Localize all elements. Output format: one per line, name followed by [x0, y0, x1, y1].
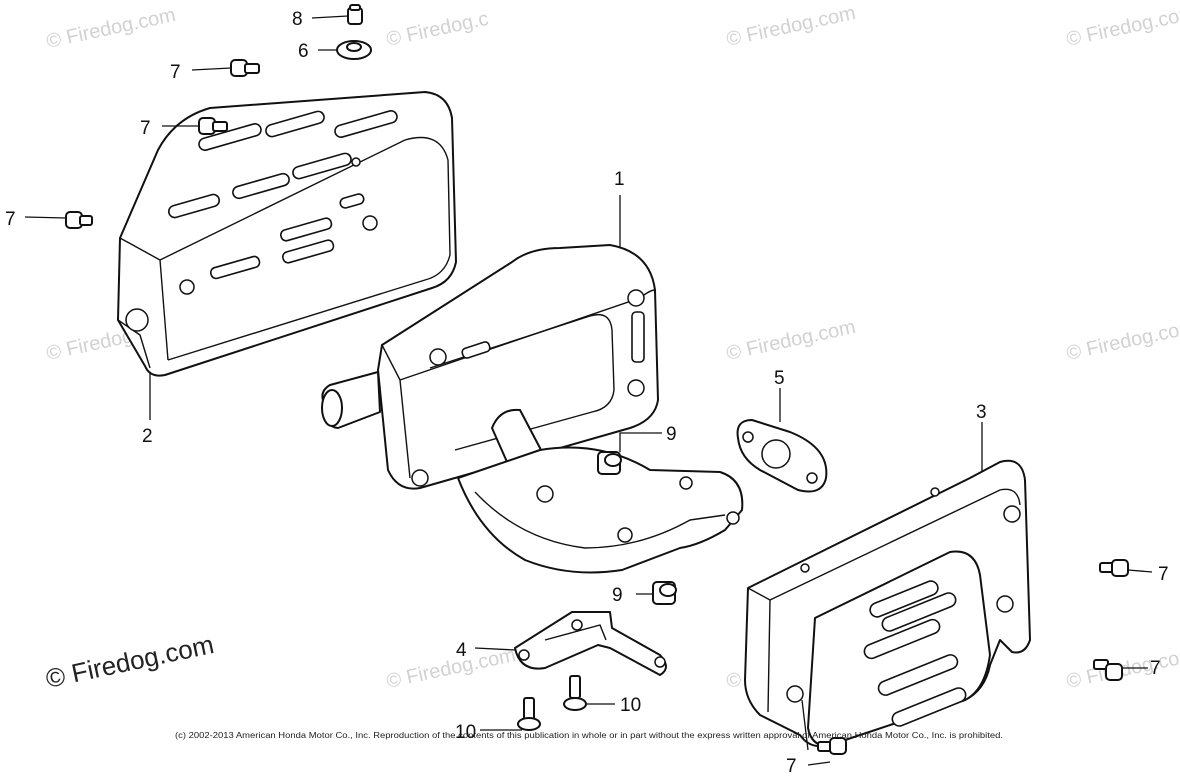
gasket-port: [761, 439, 791, 469]
watermark: © Firedog.com: [1064, 2, 1180, 51]
callout-3: 3: [976, 402, 987, 423]
part-2-heat-shield: [117, 91, 457, 377]
mounting-hole: [742, 431, 754, 443]
callout-8: 8: [292, 9, 303, 30]
mounting-hole: [617, 527, 633, 543]
mounting-hole: [654, 656, 666, 668]
mounting-hole: [125, 308, 149, 332]
mounting-hole: [627, 379, 645, 397]
watermark: © Firedog.com: [1064, 316, 1180, 365]
bolt-10: [563, 675, 587, 711]
mounting-hole: [351, 157, 361, 167]
mounting-hole: [179, 279, 195, 295]
vent-slot: [863, 618, 941, 660]
screw-8: [347, 4, 363, 25]
callout-7: 7: [140, 118, 151, 139]
watermark: © Firedog.com: [724, 316, 857, 365]
vent-slot: [292, 152, 352, 180]
mounting-hole: [411, 469, 429, 487]
washer-6: [336, 40, 372, 60]
callout-7: 7: [5, 209, 16, 230]
mounting-hole: [800, 563, 810, 573]
bolt-7: [817, 737, 847, 755]
callout-7: 7: [786, 756, 797, 777]
callout-labels: 8 6 7 7 7 2 1 5 3 9 9 4 10 10 7 7 7: [5, 9, 1169, 777]
bolt-7: [65, 211, 93, 229]
vent-slot: [891, 687, 967, 727]
part-5-gasket: [736, 419, 828, 493]
bolt-10: [517, 697, 541, 731]
mounting-hole: [571, 619, 583, 631]
vent-slot: [282, 239, 335, 264]
callout-7: 7: [1150, 658, 1161, 679]
callout-9: 9: [666, 424, 677, 445]
vent-slot: [881, 592, 957, 632]
vent-slot: [209, 255, 261, 280]
watermark-logo: © Firedog.com: [43, 629, 216, 694]
vent-slot: [167, 193, 221, 219]
fasteners: [65, 4, 1129, 755]
part-1-muffler: [321, 244, 659, 490]
callout-5: 5: [774, 368, 785, 389]
bolt-7: [230, 59, 260, 77]
callout-7: 7: [1158, 564, 1169, 585]
callout-1: 1: [614, 169, 625, 190]
mounting-hole: [518, 649, 530, 661]
mounting-hole: [429, 348, 447, 366]
nut-9: [652, 581, 677, 605]
mounting-hole: [362, 215, 378, 231]
mounting-hole: [1003, 505, 1021, 523]
copyright-notice: (c) 2002-2013 American Honda Motor Co., …: [175, 731, 1003, 740]
callout-10: 10: [620, 695, 641, 716]
watermark: © Firedog.com: [384, 644, 517, 693]
vent-slot: [198, 123, 262, 151]
callout-10: 10: [455, 722, 476, 743]
vent-slot: [334, 110, 398, 138]
vent-slot: [280, 217, 333, 242]
muffler-tab: [461, 341, 491, 359]
vent-slot: [869, 580, 939, 618]
watermark: © Firedog.com: [44, 4, 177, 53]
part-3-heat-shield: [744, 459, 1031, 748]
callout-4: 4: [456, 640, 467, 661]
mounting-hole: [806, 472, 818, 484]
mounting-hole: [679, 476, 693, 490]
vent-slot: [265, 110, 325, 138]
muffler-outlet: [321, 389, 343, 427]
mounting-hole: [930, 487, 940, 497]
bolt-7: [1099, 559, 1129, 577]
callout-2: 2: [142, 426, 153, 447]
bolt-7: [1093, 659, 1123, 681]
nut-9: [597, 451, 622, 475]
mounting-hole: [536, 485, 554, 503]
part-4-bracket: [514, 611, 667, 676]
mounting-hole: [996, 595, 1014, 613]
callout-9: 9: [612, 585, 623, 606]
mounting-hole: [786, 685, 804, 703]
callout-6: 6: [298, 41, 309, 62]
vent-slot: [877, 654, 959, 696]
vent-slot: [232, 172, 290, 200]
watermark: © Firedog.com: [724, 2, 857, 51]
leader-lines: [24, 15, 1153, 766]
muffler-protector: [457, 446, 744, 574]
watermark: © Firedog.c: [384, 8, 490, 51]
mounting-hole: [627, 289, 645, 307]
mounting-hole: [726, 511, 740, 525]
callout-7: 7: [170, 62, 181, 83]
muffler-tab: [631, 311, 645, 363]
vent-slot: [339, 193, 365, 209]
